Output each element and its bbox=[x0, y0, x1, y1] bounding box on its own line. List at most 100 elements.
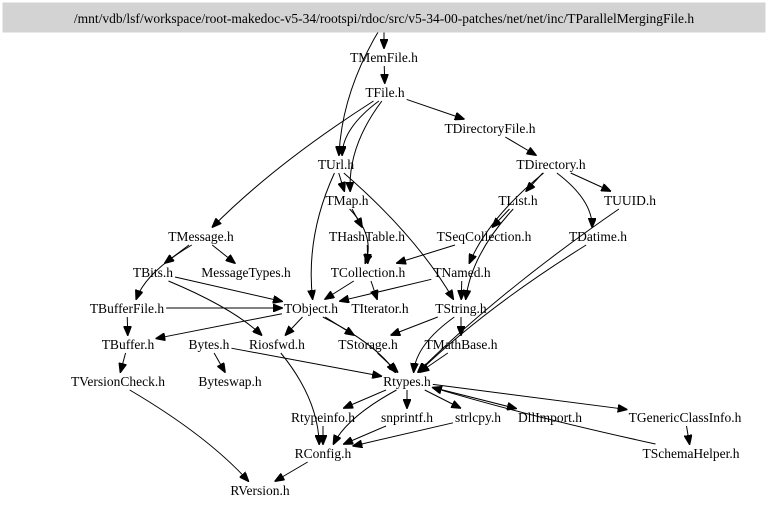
node-TStorage[interactable]: TStorage.h bbox=[338, 337, 398, 352]
edge-TDirectory-to-TUUID bbox=[570, 172, 611, 191]
edge-TFile-to-TMap bbox=[350, 100, 383, 191]
node-Bytes[interactable]: Bytes.h bbox=[189, 337, 230, 352]
edge-TString-to-Rtypes bbox=[414, 316, 455, 372]
edge-Rtypes-to-strlcpy bbox=[424, 389, 461, 408]
edge-TUUID-to-Rtypes bbox=[418, 208, 620, 372]
node-TDirectory[interactable]: TDirectory.h bbox=[516, 157, 585, 172]
node-THashTable[interactable]: THashTable.h bbox=[329, 229, 405, 244]
node-MessageTypes[interactable]: MessageTypes.h bbox=[201, 265, 291, 280]
node-label: TVersionCheck.h bbox=[71, 374, 165, 389]
node-TMathBase[interactable]: TMathBase.h bbox=[424, 337, 497, 352]
node-label: TBufferFile.h bbox=[90, 301, 165, 316]
edges bbox=[120, 26, 690, 481]
node-TMemFile[interactable]: TMemFile.h bbox=[350, 50, 418, 65]
edge-TDatime-to-Rtypes bbox=[419, 244, 587, 372]
node-TUrl[interactable]: TUrl.h bbox=[318, 157, 355, 172]
node-root[interactable]: /mnt/vdb/lsf/workspace/root-makedoc-v5-3… bbox=[2, 2, 766, 33]
node-TString[interactable]: TString.h bbox=[435, 301, 487, 316]
node-label: TUUID.h bbox=[604, 193, 656, 208]
node-RVersion[interactable]: RVersion.h bbox=[230, 483, 290, 498]
edge-TList-to-TString bbox=[466, 208, 514, 299]
node-label: TSeqCollection.h bbox=[437, 229, 532, 244]
node-label: Riosfwd.h bbox=[249, 337, 305, 352]
edge-snprintf-to-RConfig bbox=[344, 425, 387, 444]
node-label: TDirectory.h bbox=[516, 157, 585, 172]
edge-Bytes-to-Rtypes bbox=[231, 347, 381, 376]
node-label: TMathBase.h bbox=[424, 337, 497, 352]
edge-TGenericClassInfo-to-TSchemaHelper bbox=[687, 425, 690, 444]
edge-TCollection-to-TIterator bbox=[371, 280, 377, 299]
node-Byteswap[interactable]: Byteswap.h bbox=[198, 374, 262, 389]
node-label: THashTable.h bbox=[329, 229, 405, 244]
node-TNamed[interactable]: TNamed.h bbox=[433, 265, 491, 280]
node-TIterator[interactable]: TIterator.h bbox=[351, 301, 409, 316]
node-label: TGenericClassInfo.h bbox=[629, 410, 742, 425]
root-node-box bbox=[2, 2, 766, 33]
node-TMessage[interactable]: TMessage.h bbox=[168, 229, 234, 244]
node-label: TMemFile.h bbox=[350, 50, 418, 65]
nodes: /mnt/vdb/lsf/workspace/root-makedoc-v5-3… bbox=[2, 2, 766, 498]
node-TGenericClassInfo[interactable]: TGenericClassInfo.h bbox=[629, 410, 742, 425]
node-label: TIterator.h bbox=[351, 301, 409, 316]
node-TMap[interactable]: TMap.h bbox=[325, 193, 368, 208]
node-label: TMap.h bbox=[325, 193, 368, 208]
edge-TUrl-to-TMap bbox=[339, 172, 345, 191]
edge-TStorage-to-Rtypes bbox=[377, 352, 397, 372]
node-label: DllImport.h bbox=[518, 410, 582, 425]
node-Rtypeinfo[interactable]: Rtypeinfo.h bbox=[291, 410, 355, 425]
edge-TBits-to-TObject bbox=[174, 276, 282, 301]
node-TBits[interactable]: TBits.h bbox=[133, 265, 173, 280]
edge-RConfig-to-RVersion bbox=[275, 461, 308, 481]
edge-root-to-TUrl bbox=[339, 26, 382, 155]
edge-TCollection-to-TObject bbox=[325, 280, 355, 299]
node-label: Bytes.h bbox=[189, 337, 230, 352]
node-RConfig[interactable]: RConfig.h bbox=[295, 446, 352, 461]
node-DllImport[interactable]: DllImport.h bbox=[518, 410, 582, 425]
node-TUUID[interactable]: TUUID.h bbox=[604, 193, 656, 208]
node-TFile[interactable]: TFile.h bbox=[365, 85, 405, 100]
node-TDirectoryFile[interactable]: TDirectoryFile.h bbox=[444, 121, 535, 136]
edge-TFile-to-TDirectoryFile bbox=[406, 98, 464, 119]
node-Riosfwd[interactable]: Riosfwd.h bbox=[249, 337, 305, 352]
edge-TObject-to-Riosfwd bbox=[286, 316, 303, 335]
node-label: TStorage.h bbox=[338, 337, 398, 352]
node-label: TSchemaHelper.h bbox=[642, 446, 739, 461]
edge-Rtypes-to-DllImport bbox=[432, 387, 516, 409]
node-TCollection[interactable]: TCollection.h bbox=[331, 265, 406, 280]
node-TList[interactable]: TList.h bbox=[498, 193, 538, 208]
edge-TMessage-to-TBufferFile bbox=[136, 244, 193, 299]
node-label: TCollection.h bbox=[331, 265, 406, 280]
node-TBufferFile[interactable]: TBufferFile.h bbox=[90, 301, 165, 316]
edge-TMathBase-to-Rtypes bbox=[420, 352, 449, 372]
node-TSchemaHelper[interactable]: TSchemaHelper.h bbox=[642, 446, 739, 461]
edge-TNamed-to-TObject bbox=[340, 278, 432, 301]
node-TDatime[interactable]: TDatime.h bbox=[569, 229, 627, 244]
edge-TBufferFile-to-TBuffer bbox=[127, 316, 128, 335]
node-label: TDatime.h bbox=[569, 229, 627, 244]
node-TObject[interactable]: TObject.h bbox=[284, 301, 338, 316]
edge-Bytes-to-Byteswap bbox=[213, 352, 225, 372]
node-label: snprintf.h bbox=[381, 410, 433, 425]
node-TVersionCheck[interactable]: TVersionCheck.h bbox=[71, 374, 165, 389]
node-label: strlcpy.h bbox=[455, 410, 501, 425]
node-label: TString.h bbox=[435, 301, 487, 316]
node-label: TList.h bbox=[498, 193, 538, 208]
node-label: TBuffer.h bbox=[102, 337, 155, 352]
node-label: TFile.h bbox=[365, 85, 405, 100]
edge-TSeqCollection-to-TCollection bbox=[397, 244, 456, 263]
edge-TString-to-TStorage bbox=[391, 316, 438, 335]
node-TSeqCollection[interactable]: TSeqCollection.h bbox=[437, 229, 532, 244]
root-node-label: /mnt/vdb/lsf/workspace/root-makedoc-v5-3… bbox=[74, 11, 694, 26]
node-label: TNamed.h bbox=[433, 265, 491, 280]
node-snprintf[interactable]: snprintf.h bbox=[381, 410, 433, 425]
edge-TFile-to-TMessage bbox=[213, 100, 374, 227]
node-label: Rtypeinfo.h bbox=[291, 410, 355, 425]
edge-TUrl-to-TObject bbox=[311, 172, 335, 299]
edge-Rtypes-to-RConfig bbox=[334, 389, 397, 444]
node-Rtypes[interactable]: Rtypes.h bbox=[383, 374, 431, 389]
node-label: TUrl.h bbox=[318, 157, 355, 172]
node-strlcpy[interactable]: strlcpy.h bbox=[455, 410, 501, 425]
node-TBuffer[interactable]: TBuffer.h bbox=[102, 337, 155, 352]
edge-Rtypes-to-TGenericClassInfo bbox=[432, 383, 627, 409]
